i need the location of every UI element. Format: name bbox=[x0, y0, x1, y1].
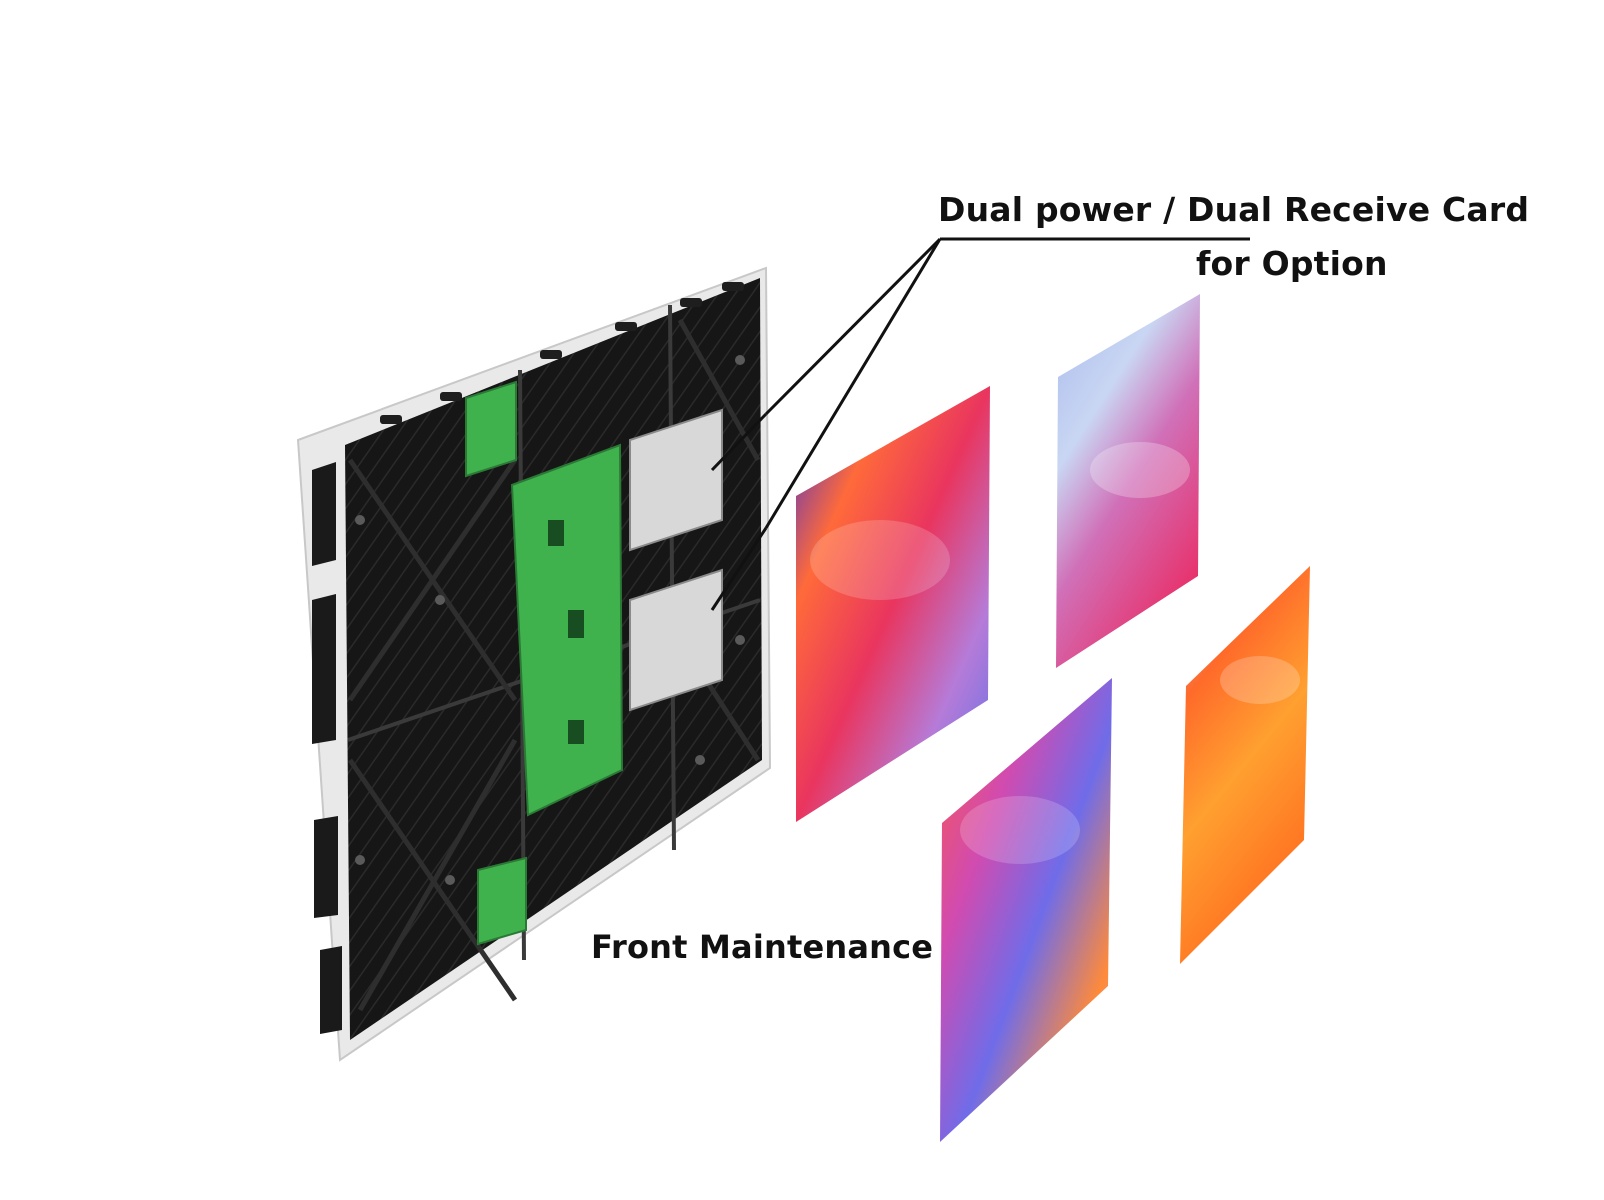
led-module-panel-icon bbox=[796, 294, 1310, 1142]
callout-dual-power-line2: for Option bbox=[1196, 244, 1388, 283]
callout-leader-lines bbox=[710, 237, 1250, 611]
callout-dual-power-line1: Dual power / Dual Receive Card bbox=[938, 190, 1530, 229]
led-cabinet-icon bbox=[296, 266, 772, 1062]
callout-front-maintenance: Front Maintenance bbox=[591, 928, 934, 966]
